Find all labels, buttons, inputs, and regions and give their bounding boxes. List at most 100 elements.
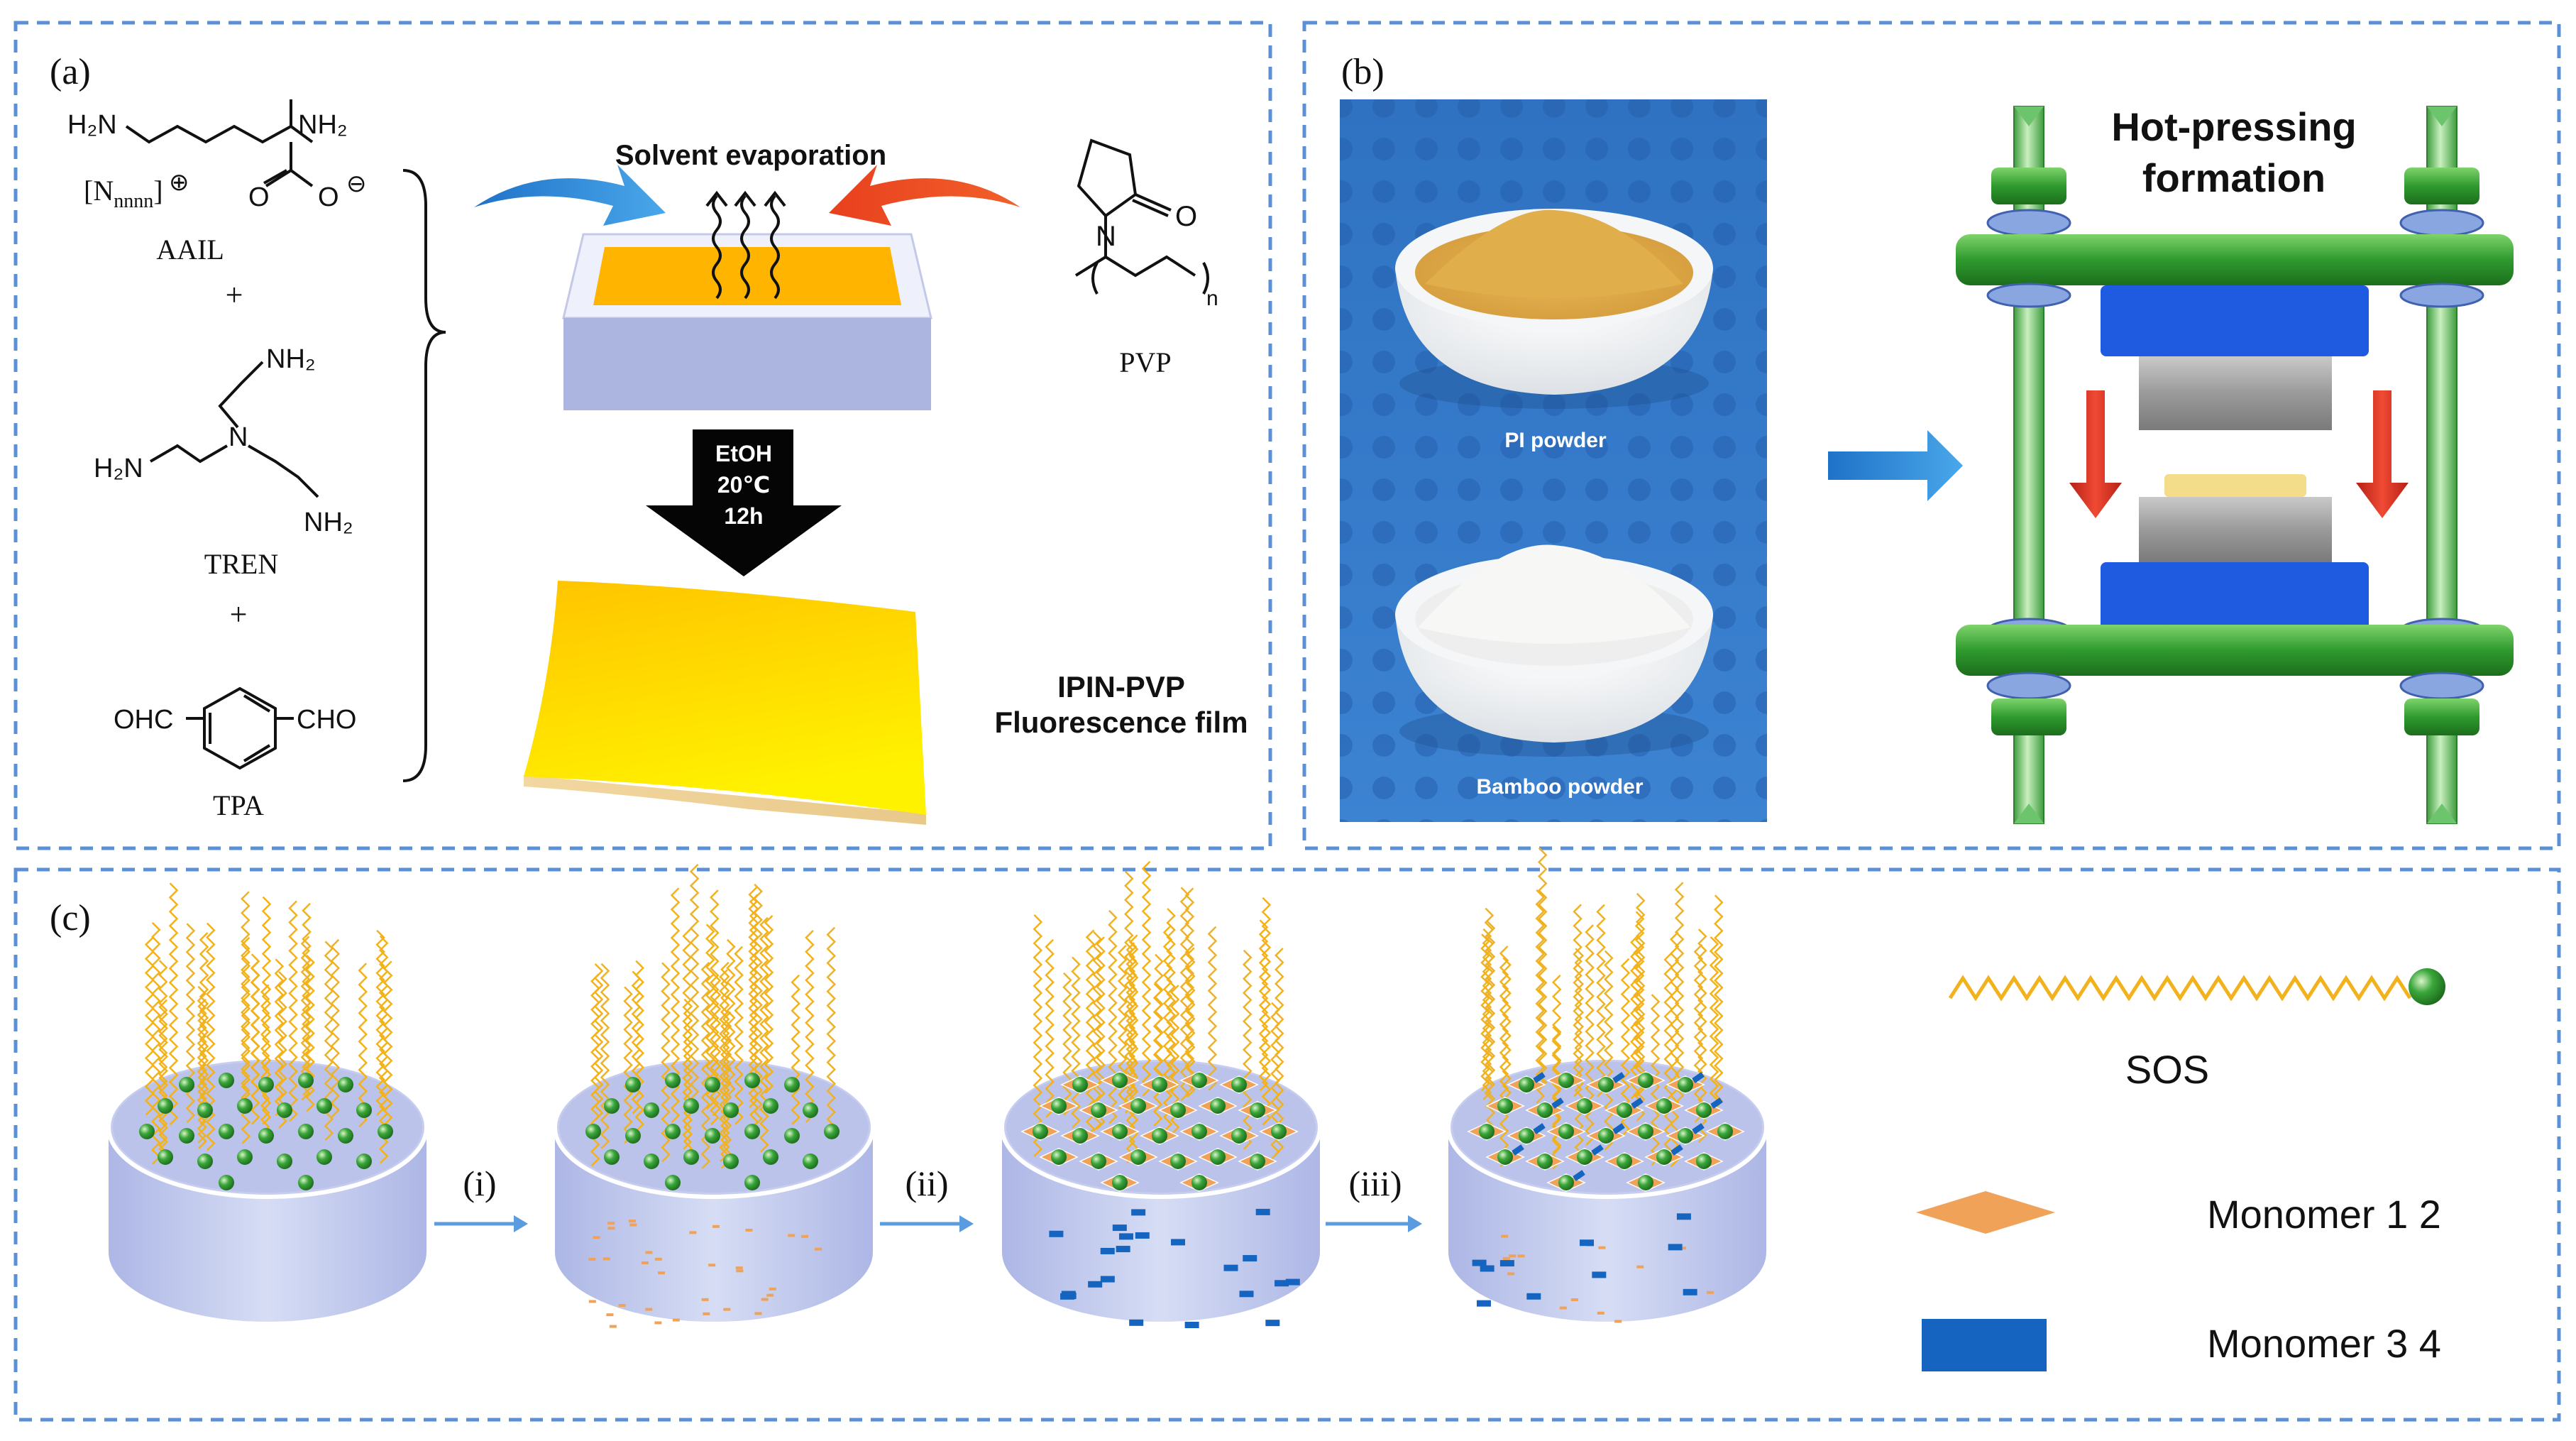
liquid-monomer12 <box>1678 1247 1686 1250</box>
reaction-condition-3: 12h <box>724 503 763 529</box>
reaction-condition-1: EtOH <box>715 441 772 466</box>
liquid-monomer12 <box>801 1234 809 1238</box>
sos-headgroup <box>158 1149 173 1165</box>
sos-chain <box>1669 931 1680 1168</box>
panel-a-label: (a) <box>50 52 91 92</box>
liquid-monomer12 <box>815 1247 822 1251</box>
surface-monomer34 <box>1573 1170 1585 1181</box>
sos-chain <box>634 960 644 1132</box>
liquid-monomer12 <box>745 1228 753 1232</box>
pvp-o: O <box>1175 201 1197 232</box>
sos-chain <box>1535 889 1546 1104</box>
sos-headgroup <box>1231 1077 1247 1092</box>
liquid-monomer12 <box>588 1257 596 1261</box>
liquid-monomer12 <box>672 1318 680 1322</box>
sos-chain <box>805 930 815 1123</box>
sos-chain <box>1573 904 1583 1097</box>
sos-chain <box>274 958 285 1117</box>
sos-chain <box>1085 929 1096 1137</box>
sos-headgroup <box>1152 1077 1167 1092</box>
liquid-monomer34 <box>1100 1276 1115 1283</box>
film-label-1: IPIN-PVP <box>1057 670 1185 703</box>
liquid-monomer34 <box>1223 1264 1238 1271</box>
legend-sos-label: SOS <box>2125 1047 2209 1092</box>
sos-headgroup <box>1696 1154 1712 1169</box>
sos-headgroup <box>1519 1077 1534 1092</box>
sos-chain <box>158 999 168 1164</box>
sos-chain <box>1141 860 1152 1097</box>
aail-plus-charge: ⊕ <box>169 169 189 196</box>
sos-headgroup <box>1170 1102 1186 1118</box>
surface-monomer34 <box>1512 1144 1524 1156</box>
liquid-monomer34 <box>1275 1280 1289 1287</box>
sos-chain <box>734 946 744 1125</box>
liquid-monomer12 <box>761 1298 769 1301</box>
liquid-monomer12 <box>593 1236 600 1239</box>
step-arrows <box>434 1215 1422 1232</box>
liquid-monomer34 <box>1100 1247 1115 1254</box>
liquid-monomer12 <box>708 1264 716 1267</box>
liquid-monomer12 <box>754 1312 762 1315</box>
hot-press <box>1956 106 2514 824</box>
liquid-monomer12 <box>657 1271 665 1275</box>
liquid-monomer34 <box>1285 1278 1300 1286</box>
surface-monomer34 <box>1612 1123 1625 1134</box>
sos-headgroup <box>1577 1098 1592 1114</box>
sos-headgroup <box>1072 1128 1088 1144</box>
sos-headgroup <box>197 1102 213 1118</box>
sos-chain <box>1551 1026 1561 1170</box>
liquid-monomer12 <box>1509 1254 1517 1258</box>
sos-headgroup <box>338 1077 353 1092</box>
aail-o-double: O <box>248 182 270 212</box>
sos-headgroup <box>1696 1102 1712 1118</box>
liquid-monomer12 <box>1502 1256 1510 1260</box>
liquid-monomer34 <box>1476 1300 1491 1307</box>
sos-chain <box>1551 975 1562 1154</box>
sos-headgroup <box>644 1102 659 1118</box>
sos-headgroup <box>197 1154 213 1169</box>
liquid-monomer12 <box>735 1266 743 1270</box>
sos-headgroup <box>723 1154 739 1169</box>
sos-headgroup <box>219 1175 234 1190</box>
liquid-monomer12 <box>602 1257 610 1261</box>
sos-headgroup <box>179 1128 194 1144</box>
tren-nh2-top: NH₂ <box>266 344 316 374</box>
sos-headgroup <box>1152 1128 1167 1144</box>
sos-headgroup <box>625 1077 641 1092</box>
legend-sos-symbol <box>1948 968 2445 1005</box>
liquid-monomer12 <box>1559 1306 1567 1310</box>
sos-chain <box>330 938 341 1118</box>
liquid-monomer12 <box>712 1224 720 1228</box>
liquid-monomer12 <box>689 1231 697 1234</box>
sos-headgroup <box>1497 1098 1513 1114</box>
sos-headgroup <box>705 1077 720 1092</box>
dish-4 <box>1446 847 1768 1323</box>
dish-3 <box>1000 860 1322 1329</box>
sos-chain <box>1502 957 1512 1101</box>
liquid-monomer34 <box>1580 1239 1595 1247</box>
liquid-monomer34 <box>1049 1230 1064 1237</box>
sos-chain <box>791 974 800 1125</box>
sos-chain <box>1574 948 1585 1163</box>
sos-chain <box>1124 870 1134 1114</box>
liquid-monomer34 <box>1184 1322 1199 1329</box>
panel-c-label: (c) <box>50 898 91 938</box>
sos-chain <box>251 960 260 1125</box>
sos-headgroup <box>1051 1098 1067 1114</box>
liquid-monomer12 <box>736 1269 744 1273</box>
reaction-condition-2: 20℃ <box>717 472 770 498</box>
tren-name: TREN <box>204 548 278 580</box>
dish-2 <box>553 863 875 1328</box>
sos-headgroup <box>1250 1154 1265 1169</box>
sos-headgroup <box>158 1098 173 1114</box>
liquid-monomer12 <box>1614 1320 1622 1323</box>
sos-chain <box>1125 942 1136 1163</box>
sos-headgroup <box>1537 1102 1553 1118</box>
sos-headgroup <box>744 1175 760 1190</box>
sos-chain <box>722 1011 732 1162</box>
powder-photo <box>1340 99 1767 822</box>
sos-headgroup <box>625 1128 641 1144</box>
transfer-arrow <box>1828 430 1963 501</box>
sos-chain <box>1096 936 1106 1129</box>
